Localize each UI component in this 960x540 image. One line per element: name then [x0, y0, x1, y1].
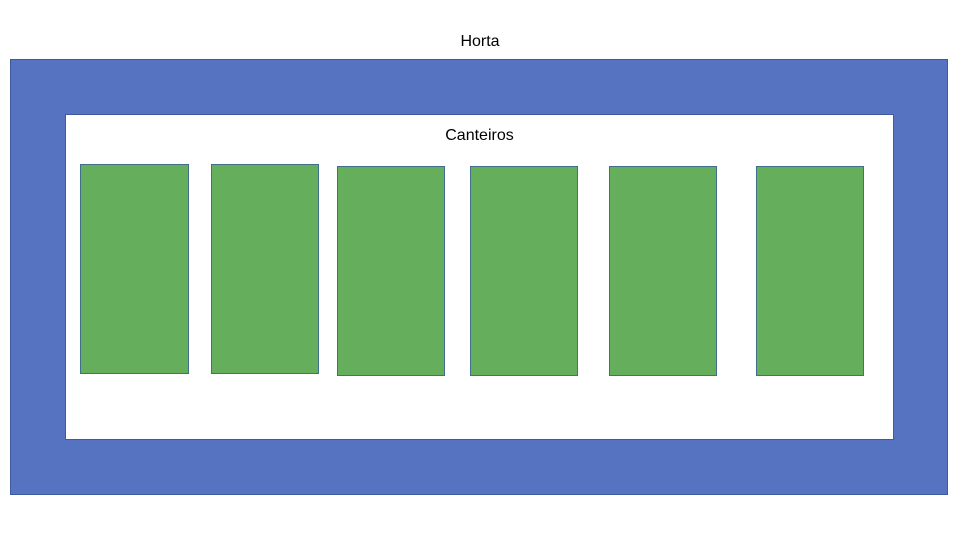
garden-bed [211, 164, 319, 374]
garden-bed [337, 166, 445, 376]
garden-bed [609, 166, 717, 376]
garden-bed [470, 166, 578, 376]
beds-title: Canteiros [445, 127, 514, 144]
garden-bed [756, 166, 864, 376]
garden-title: Horta [460, 33, 500, 50]
garden-bed [80, 164, 189, 374]
